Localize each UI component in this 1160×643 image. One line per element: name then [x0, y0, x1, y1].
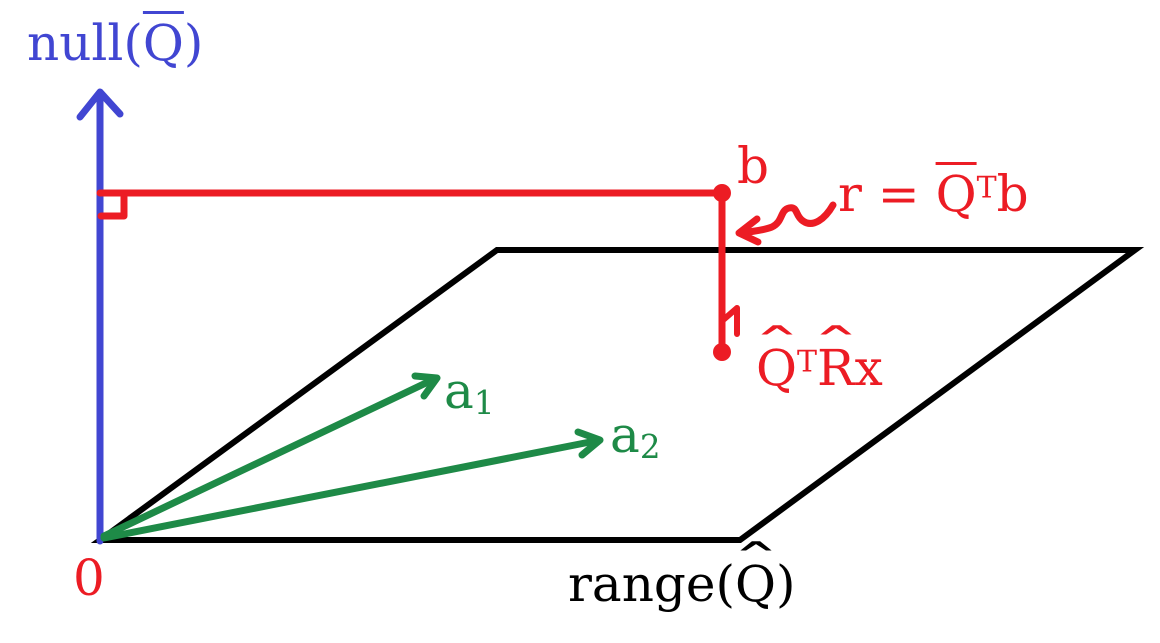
residual-equation-label: r = QTb [838, 169, 1029, 219]
null-space-label: null(Q) [27, 18, 203, 68]
range-label-prefix: range( [568, 555, 736, 613]
vector-a2-label: a2 [610, 410, 661, 463]
hat-accent-icon: ˆ [810, 319, 861, 377]
q-letter: Q [756, 339, 797, 397]
transpose-superscript: T [976, 170, 997, 206]
vector-a1-line [100, 378, 432, 540]
vector-a1-arrowhead-icon [411, 372, 441, 400]
right-angle-marker-plane [719, 305, 740, 337]
point-b-dot [713, 184, 731, 202]
index-subscript: 1 [473, 383, 495, 422]
vector-a2-arrowhead-icon [574, 428, 604, 459]
squiggle-pointer-line [739, 201, 837, 237]
range-label-suffix: ) [776, 555, 796, 613]
b-symbol: b [996, 165, 1029, 223]
qbar-symbol: Q [935, 165, 977, 223]
r-letter: R [817, 339, 855, 397]
range-plane-parallelogram [90, 247, 1145, 543]
basis-vectors-group [100, 372, 604, 542]
null-axis-group [76, 88, 124, 545]
null-label-suffix: ) [183, 14, 204, 72]
transpose-superscript: T [797, 344, 818, 380]
hat-accent-icon: ˆ [751, 319, 802, 377]
b-symbol: b [737, 137, 770, 195]
null-axis-arrowhead-icon [76, 88, 124, 121]
zero-symbol: 0 [73, 549, 105, 607]
projection-construction-group [96, 184, 837, 361]
x-letter: x [854, 339, 883, 397]
index-subscript: 2 [639, 427, 661, 466]
residual-lhs: r = [838, 165, 936, 223]
projection-point-dot [713, 343, 731, 361]
squiggle-arrowhead-icon [735, 215, 762, 246]
q-letter: Q [735, 555, 777, 613]
origin-label: 0 [73, 553, 105, 603]
vector-a2-line [100, 438, 594, 542]
right-angle-marker-axis [97, 193, 128, 220]
qbar-symbol: Q [142, 14, 184, 72]
vector-a1-label: a1 [444, 366, 495, 419]
null-label-prefix: null( [27, 14, 143, 72]
hat-accent-icon: ˆ [730, 535, 781, 593]
b-point-label: b [737, 141, 769, 191]
a-letter: a [444, 362, 474, 420]
a-letter: a [610, 406, 640, 464]
range-plane-group [90, 247, 1145, 543]
